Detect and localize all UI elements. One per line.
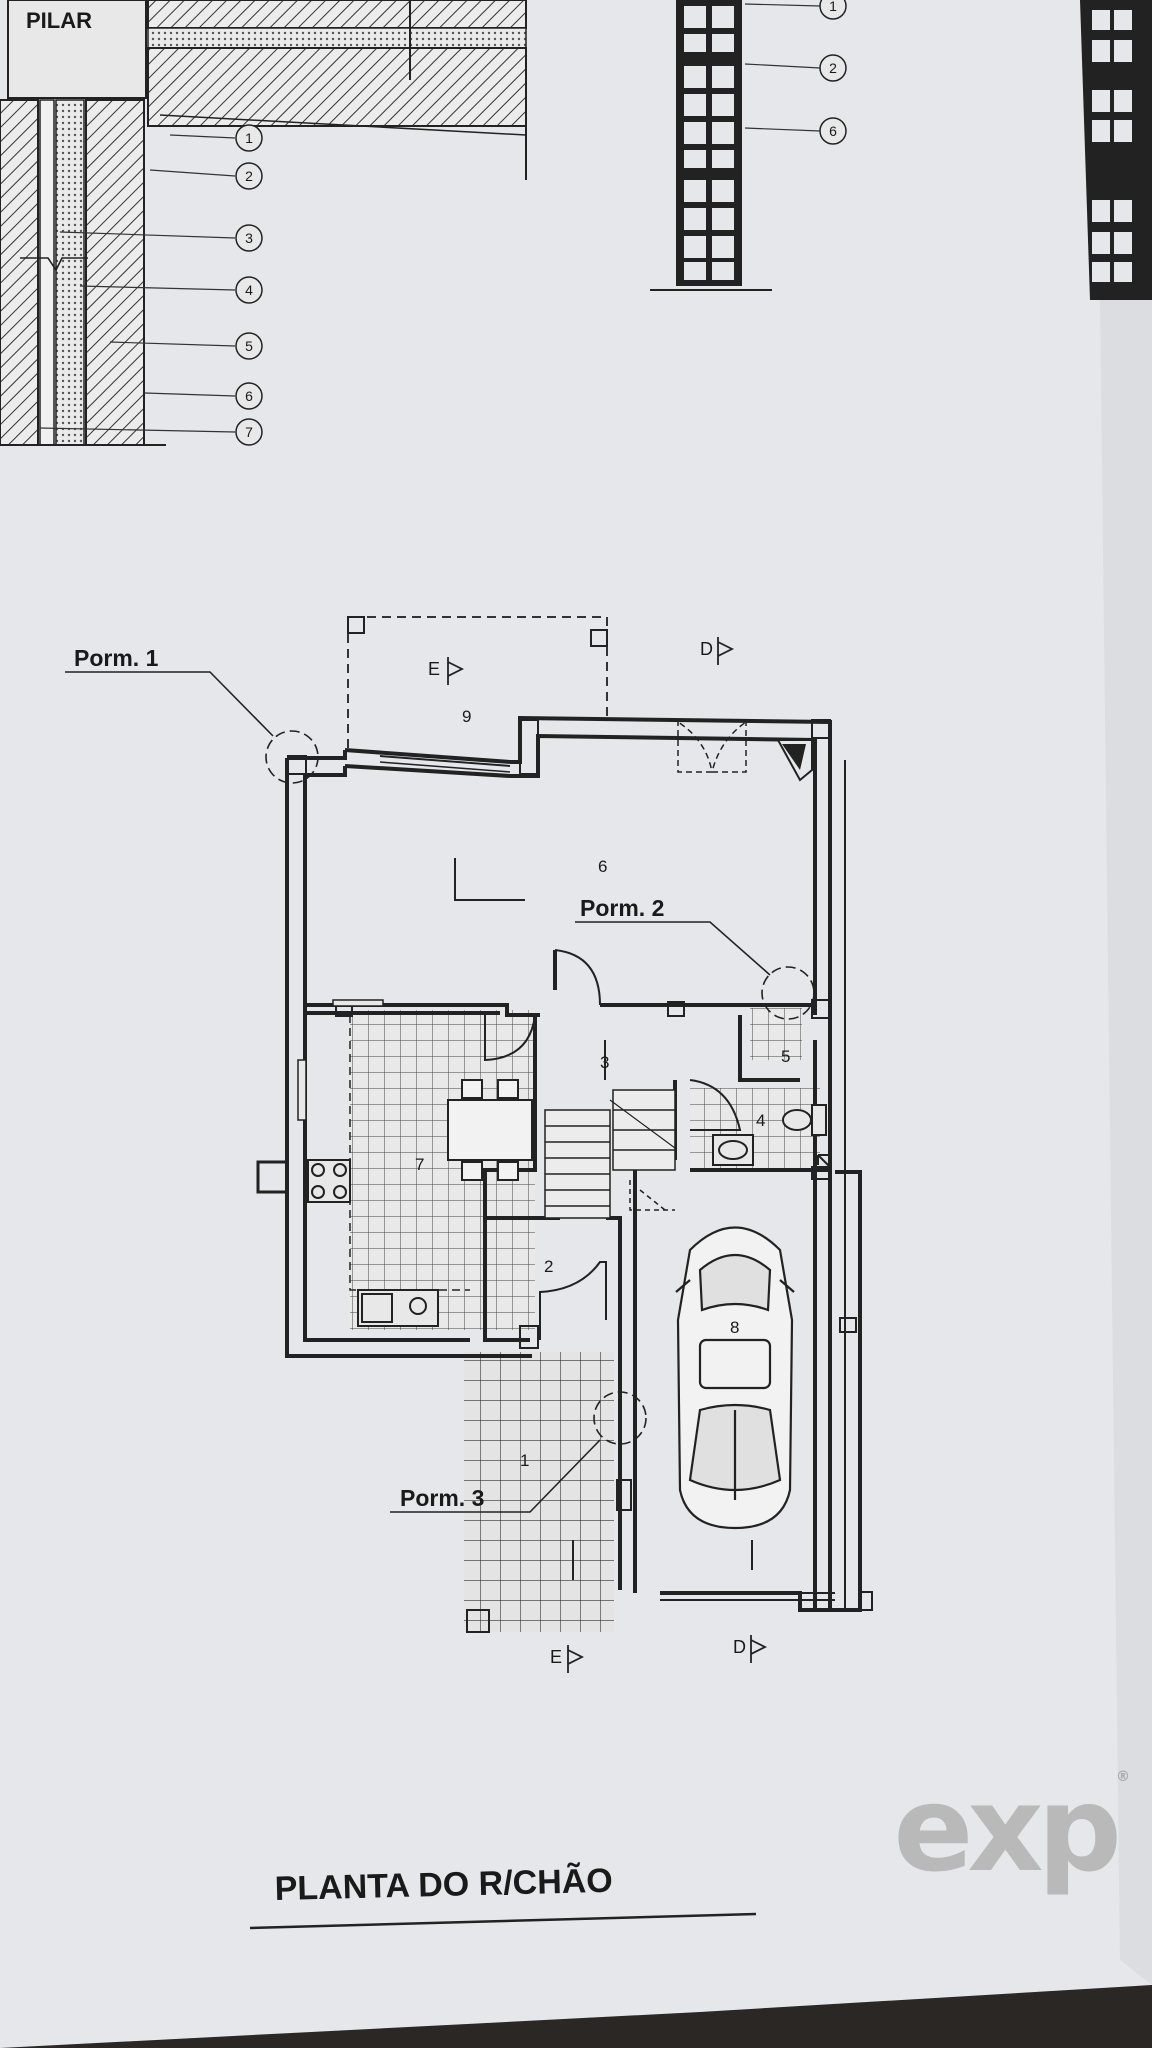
section-mark-e-top: E [428,657,465,685]
section-mark-e-bottom: E [550,1645,585,1673]
kitchen-sink-icon [357,1289,439,1327]
section-mark-d-bottom: D [733,1635,768,1663]
kitchen-door [484,1014,536,1062]
staircase [544,1089,676,1219]
living-partition [454,858,525,901]
entrance-door [539,1261,607,1340]
callout-5: 5 [245,338,253,354]
room-1: 1 [520,1451,529,1470]
fireplace-icon [776,739,813,782]
kitchen-window [297,1059,307,1121]
callout-7: 7 [245,424,253,440]
room-labels: 9 6 3 5 4 7 2 8 1 [415,707,790,1470]
pilar-label: PILAR [26,8,92,33]
svg-text:D: D [700,639,713,659]
wash-basin-icon [712,1134,754,1166]
block-callout-1: 1 [829,0,837,14]
room-7: 7 [415,1155,424,1174]
stove-icon [307,1159,351,1203]
block-wall-detail: 1 2 6 [650,0,847,291]
section-mark-d-top: D [700,637,735,665]
wall-section-callouts: 1 2 3 4 5 6 7 [235,124,263,446]
room-5: 5 [781,1047,790,1066]
toilet-icon [782,1104,827,1136]
callout-4: 4 [245,282,253,298]
chimney-flue [256,1160,287,1194]
plan-title-underline [249,1912,757,1930]
block-callout-6: 6 [829,123,837,139]
terrace-outline [347,616,608,748]
porm2-leader [575,921,771,976]
french-door [677,720,747,773]
porm1-leader [65,671,274,737]
room-9: 9 [462,707,471,726]
callout-1: 1 [245,130,253,146]
pillars [287,719,873,1633]
exp-logo: exp® [893,1760,1130,1898]
garage-door [660,1592,835,1601]
entrance-porch-tiles [464,1352,614,1632]
page-fold [1100,290,1152,1985]
room-4: 4 [756,1111,765,1130]
callout-2: 2 [245,168,253,184]
porm3-leader [390,1439,601,1513]
porm3-label: Porm. 3 [400,1485,484,1511]
room-2: 2 [544,1257,553,1276]
kitchen-window-2 [332,999,384,1007]
car-icon [675,1226,795,1530]
porm1-label: Porm. 1 [74,645,159,671]
svg-text:E: E [550,1647,562,1667]
svg-text:E: E [428,659,440,679]
detail-marker-porm2 [761,966,815,1020]
block-callout-2: 2 [829,60,837,76]
detail-marker-porm1 [265,730,319,784]
wall-section-detail: PILAR [0,0,527,446]
dining-table [447,1079,533,1181]
svg-text:D: D [733,1637,746,1657]
detail-marker-porm3 [593,1391,647,1445]
porm2-label: Porm. 2 [580,895,664,921]
callout-6: 6 [245,388,253,404]
room-6: 6 [598,857,607,876]
room-8: 8 [730,1318,739,1337]
room-3: 3 [600,1053,609,1072]
interior-walls [305,950,830,1593]
hall-door [554,949,601,1006]
wall-section-leaders [39,134,236,433]
block-wall-detail-right [1080,0,1152,300]
plan-title: PLANTA DO R/CHÃO [274,1862,613,1908]
bathroom-door [689,1079,742,1131]
callout-3: 3 [245,230,253,246]
vent-arrow-icon [817,1154,831,1168]
